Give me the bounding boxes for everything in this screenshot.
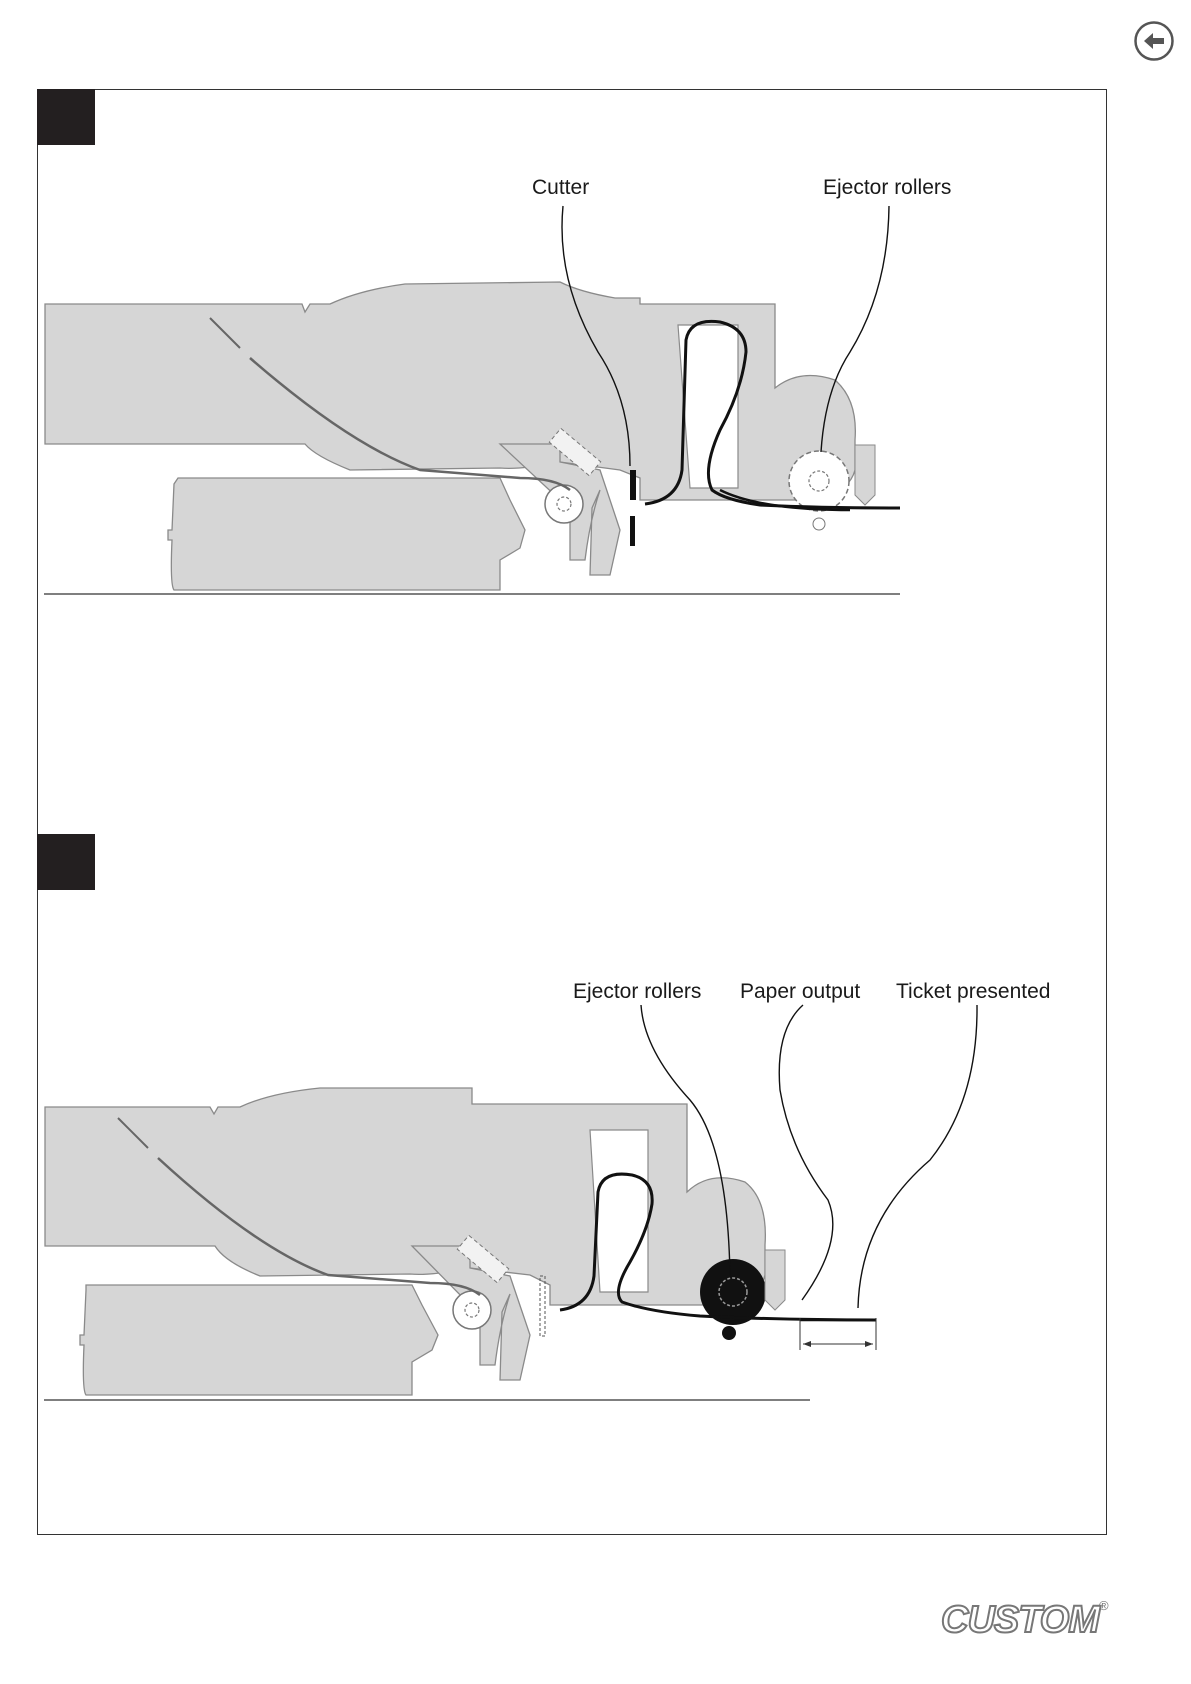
custom-logo: CUSTOM ® (933, 1592, 1113, 1642)
label-ticket-presented: Ticket presented (896, 980, 1050, 1004)
printer-section-bottom (44, 1005, 977, 1400)
label-ejector-rollers-top: Ejector rollers (823, 176, 951, 200)
printer-section-top (44, 206, 900, 594)
label-cutter: Cutter (532, 176, 589, 200)
registered-mark: ® (1099, 1598, 1109, 1613)
label-ejector-rollers-bottom: Ejector rollers (573, 980, 701, 1004)
label-paper-output: Paper output (740, 980, 860, 1004)
brand-text: CUSTOM (941, 1599, 1101, 1641)
custom-logo-mark: CUSTOM ® (933, 1592, 1113, 1642)
